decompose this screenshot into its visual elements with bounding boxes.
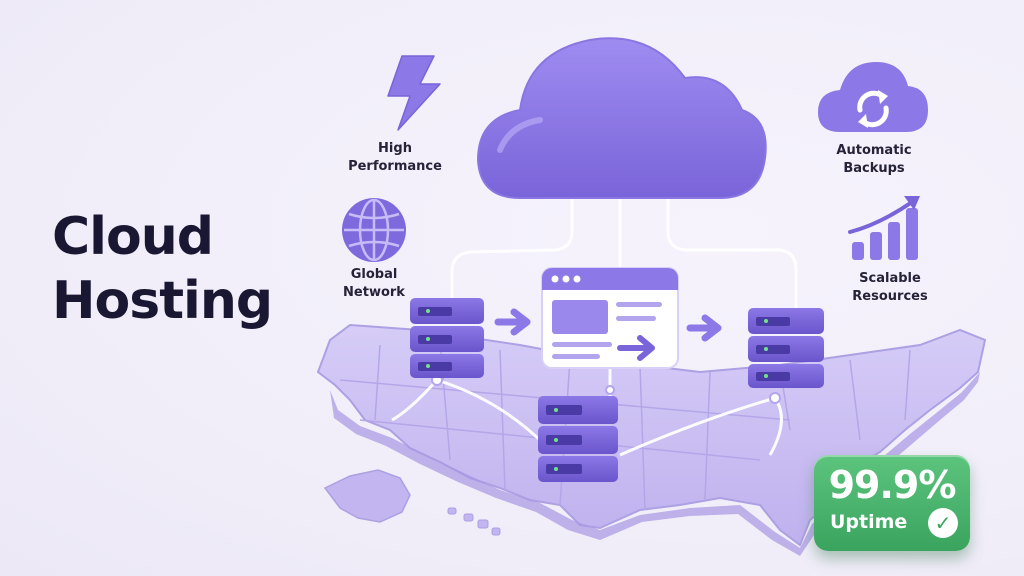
cloud-sync-icon	[818, 62, 928, 132]
feature-automatic-backups: Automatic Backups	[820, 142, 928, 178]
page-title: Cloud Hosting	[52, 205, 273, 333]
title-line-1: Cloud	[52, 207, 214, 267]
feature-label-line-2: Resources	[852, 289, 928, 304]
lightning-icon	[387, 55, 441, 131]
growth-chart-icon	[848, 196, 920, 260]
feature-scalable-resources: Scalable Resources	[836, 270, 944, 306]
server-stack-east	[748, 308, 824, 388]
server-stack-central	[538, 396, 618, 482]
feature-label-line-1: High	[378, 141, 412, 156]
feature-label-line-2: Performance	[348, 159, 442, 174]
server-stack-west	[410, 298, 484, 378]
feature-high-performance: High Performance	[340, 140, 450, 176]
globe-icon	[342, 198, 406, 262]
main-cloud-icon	[476, 37, 767, 199]
uptime-badge: 99.9% Uptime ✓	[814, 455, 970, 551]
feature-label-line-2: Network	[343, 285, 405, 300]
uptime-value: 99.9%	[828, 463, 957, 507]
arrow-icon	[494, 308, 722, 342]
checkmark-icon: ✓	[928, 508, 958, 538]
feature-global-network: Global Network	[324, 266, 424, 302]
title-line-2: Hosting	[52, 271, 273, 331]
uptime-label: Uptime	[830, 511, 908, 533]
feature-label-line-2: Backups	[843, 161, 905, 176]
feature-label-line-1: Automatic	[836, 143, 912, 158]
feature-label-line-1: Scalable	[859, 271, 921, 286]
browser-window-icon	[541, 267, 679, 369]
feature-label-line-1: Global	[350, 267, 398, 282]
